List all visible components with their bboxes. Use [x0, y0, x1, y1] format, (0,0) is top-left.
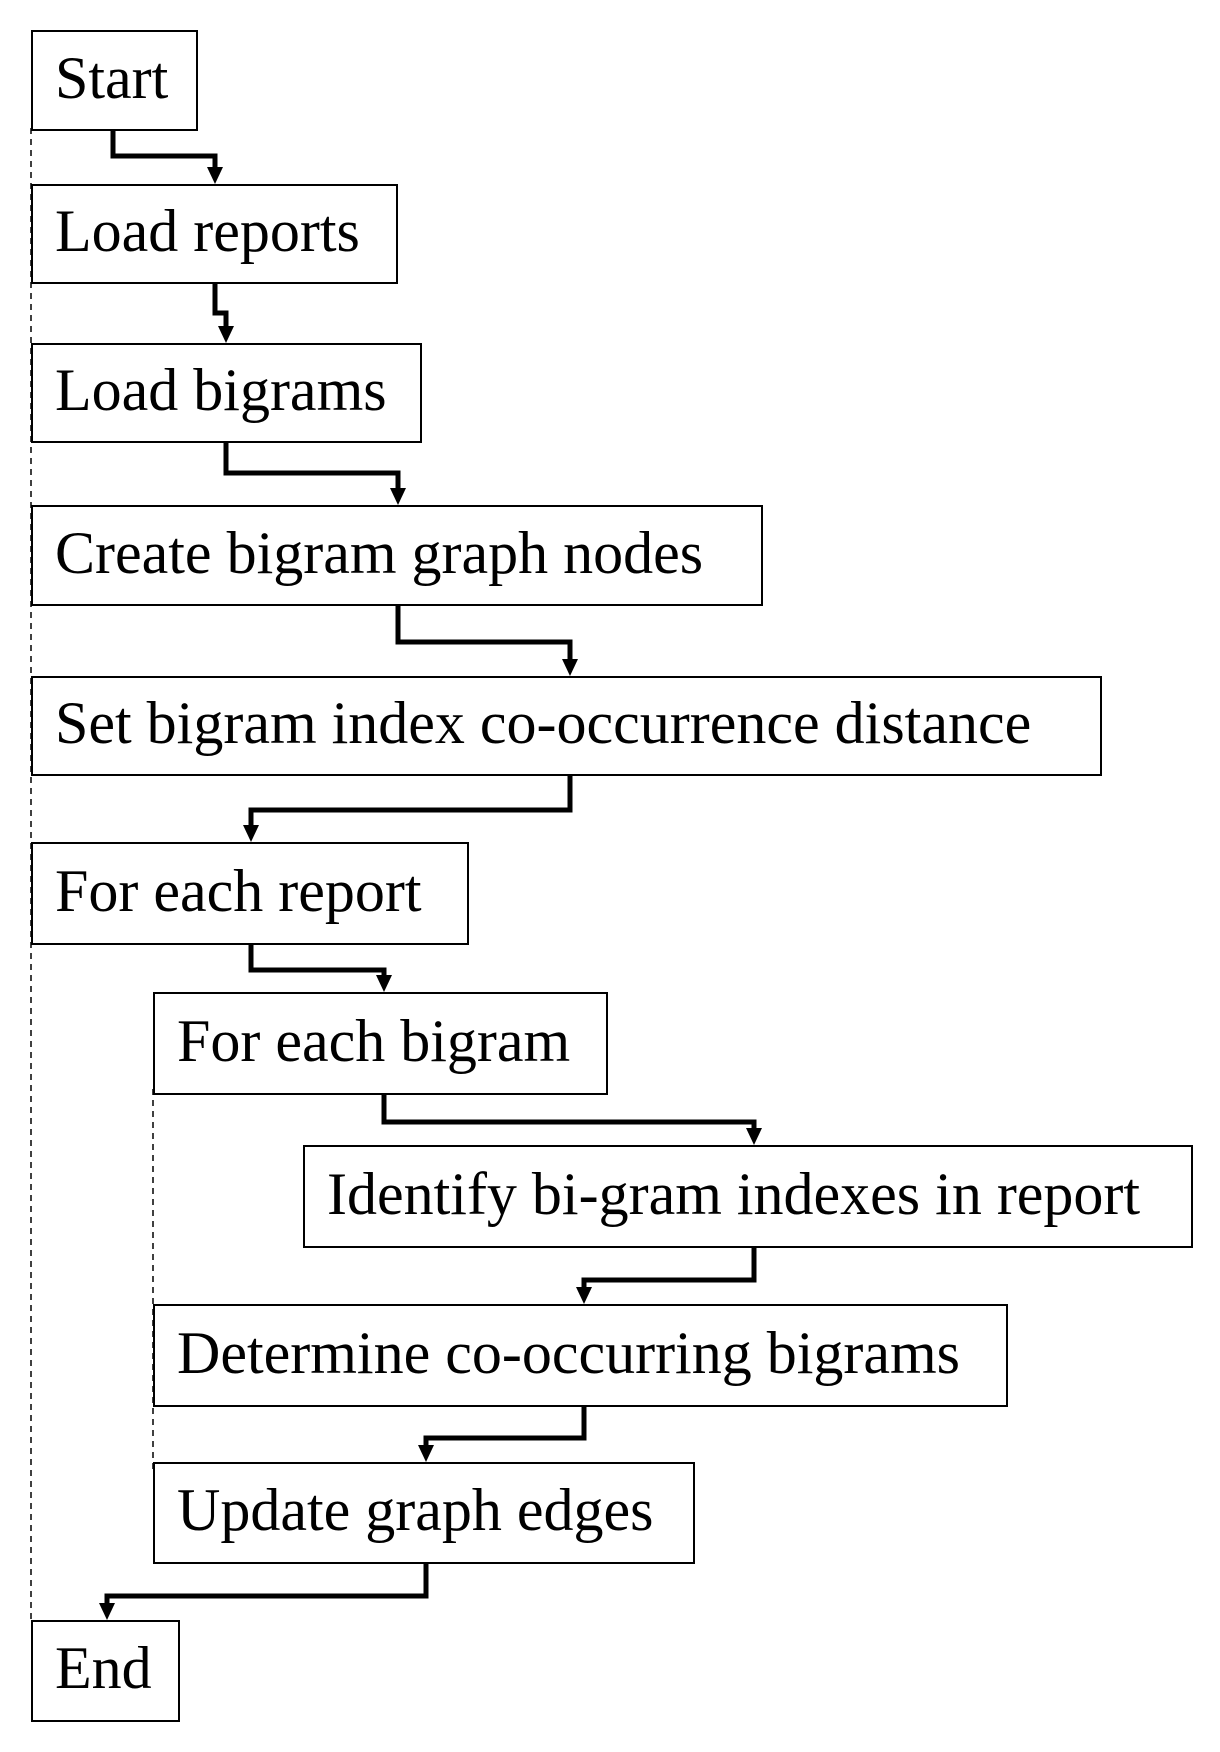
step-label: For each report	[55, 857, 422, 924]
step-start: Start	[31, 30, 198, 131]
arrowhead	[207, 167, 223, 184]
step-update-graph-edges: Update graph edges	[153, 1462, 695, 1564]
arrowhead	[243, 825, 259, 842]
step-for-each-bigram: For each bigram	[153, 992, 608, 1095]
arrow-determine-cooccurring-to-update-edges	[423, 1407, 587, 1448]
arrowhead	[376, 975, 392, 992]
step-label: End	[55, 1635, 152, 1701]
step-label: Create bigram graph nodes	[55, 519, 704, 586]
step-label: Update graph edges	[177, 1477, 654, 1543]
arrow-create-nodes-to-set-distance	[395, 606, 573, 662]
step-determine-cooccurring-bigrams: Determine co-occurring bigrams	[153, 1304, 1008, 1407]
step-set-cooccurrence-distance: Set bigram index co-occurrence distance	[31, 676, 1102, 776]
arrowhead	[418, 1445, 434, 1462]
arrowhead	[99, 1603, 115, 1620]
arrow-update-edges-to-end	[104, 1564, 429, 1606]
arrow-set-distance-to-for-each-report	[248, 776, 573, 828]
arrowhead	[746, 1128, 762, 1145]
arrowhead	[218, 326, 234, 343]
step-identify-bigram-indexes: Identify bi-gram indexes in report	[303, 1145, 1193, 1248]
arrow-load-bigrams-to-create-nodes	[223, 443, 401, 491]
step-label: Start	[55, 44, 169, 111]
arrow-identify-indexes-to-determine-cooccurring	[581, 1248, 757, 1290]
step-for-each-report: For each report	[31, 842, 469, 945]
step-create-bigram-graph-nodes: Create bigram graph nodes	[31, 505, 763, 606]
step-label: Determine co-occurring bigrams	[177, 1319, 961, 1386]
step-label: For each bigram	[177, 1007, 571, 1074]
step-load-reports: Load reports	[31, 184, 398, 284]
arrow-load-reports-to-load-bigrams	[212, 284, 229, 329]
step-load-bigrams: Load bigrams	[31, 343, 422, 443]
arrow-for-each-report-to-for-each-bigram	[248, 945, 387, 978]
step-label: Identify bi-gram indexes in report	[327, 1160, 1141, 1227]
step-label: Load reports	[55, 198, 360, 264]
arrow-for-each-bigram-to-identify-indexes	[381, 1095, 757, 1131]
arrowhead	[562, 659, 578, 676]
arrow-start-to-load-reports	[110, 131, 218, 170]
arrowhead	[390, 488, 406, 505]
step-end: End	[31, 1620, 180, 1722]
step-label: Load bigrams	[55, 357, 387, 423]
arrowhead	[576, 1287, 592, 1304]
step-label: Set bigram index co-occurrence distance	[55, 690, 1032, 756]
